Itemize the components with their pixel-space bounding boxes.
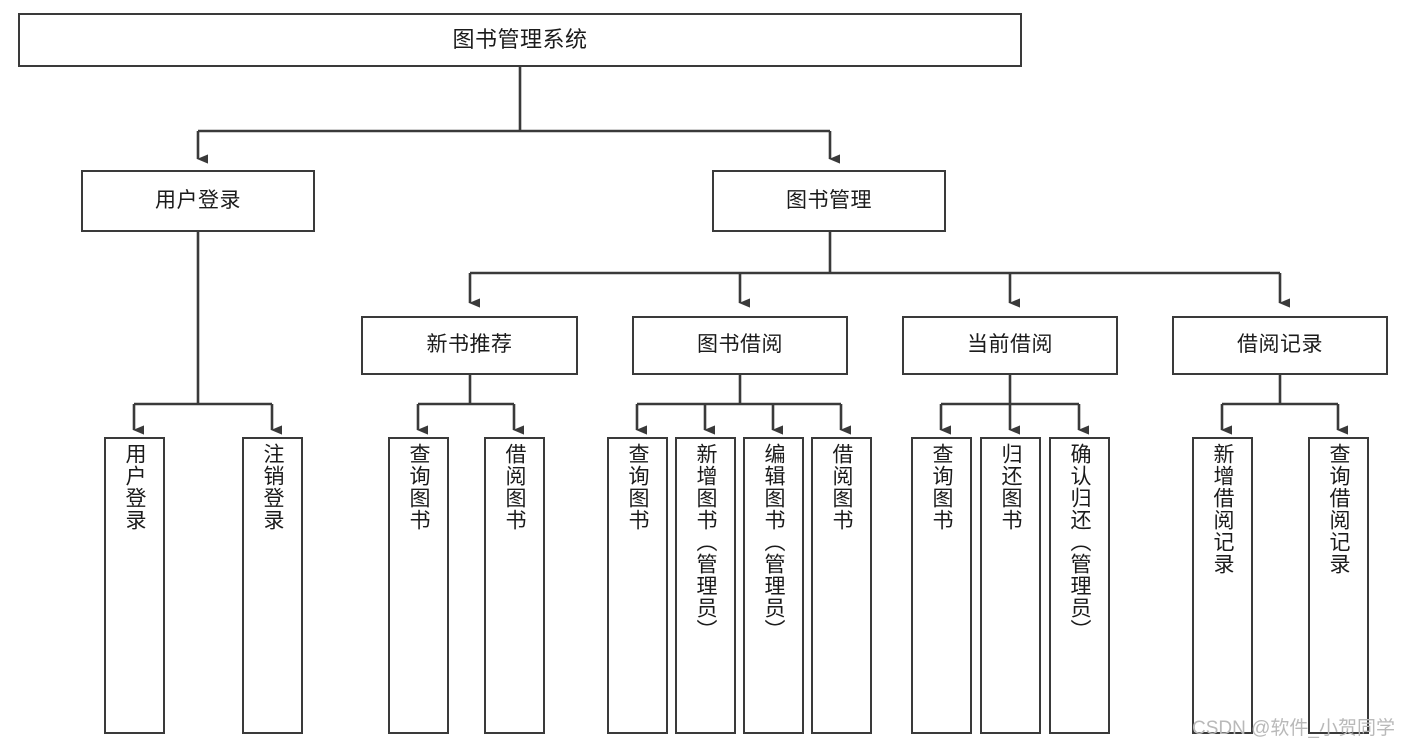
leaf-user-login[interactable]: 用户登录 [104, 437, 165, 734]
leaf-query-book-borrow[interactable]: 查询图书 [607, 437, 668, 734]
leaf-add-book-admin[interactable]: 新增图书（管理员） [675, 437, 736, 734]
node-label: 查询图书 [930, 443, 953, 531]
node-label: 查询借阅记录 [1327, 443, 1350, 575]
leaf-query-borrow-record[interactable]: 查询借阅记录 [1308, 437, 1369, 734]
node-label: 图书借阅 [697, 333, 783, 357]
node-label: 新增图书（管理员） [694, 443, 717, 641]
leaf-borrow-book[interactable]: 借阅图书 [811, 437, 872, 734]
leaf-add-borrow-record[interactable]: 新增借阅记录 [1192, 437, 1253, 734]
node-book-borrow[interactable]: 图书借阅 [632, 316, 848, 375]
node-label: 图书管理 [786, 188, 872, 212]
node-label: 借阅图书 [830, 443, 853, 531]
node-book-management-system[interactable]: 图书管理系统 [18, 13, 1022, 67]
node-label: 借阅图书 [503, 443, 526, 531]
leaf-confirm-return-admin[interactable]: 确认归还（管理员） [1049, 437, 1110, 734]
watermark-text: CSDN @软件_小贺同学 [1192, 718, 1395, 739]
node-label: 新书推荐 [426, 333, 513, 357]
node-label: 注销登录 [261, 443, 284, 531]
leaf-query-book-recommend[interactable]: 查询图书 [388, 437, 449, 734]
node-label: 编辑图书（管理员） [762, 443, 785, 641]
node-book-management[interactable]: 图书管理 [712, 170, 946, 232]
leaf-edit-book-admin[interactable]: 编辑图书（管理员） [743, 437, 804, 734]
node-label: 确认归还（管理员） [1068, 443, 1091, 641]
node-label: 查询图书 [626, 443, 649, 531]
leaf-borrow-book-recommend[interactable]: 借阅图书 [484, 437, 545, 734]
node-label: 用户登录 [123, 443, 146, 531]
node-label: 查询图书 [407, 443, 430, 531]
node-label: 归还图书 [999, 443, 1022, 531]
node-label: 当前借阅 [967, 333, 1053, 357]
node-current-borrow[interactable]: 当前借阅 [902, 316, 1118, 375]
leaf-return-book[interactable]: 归还图书 [980, 437, 1041, 734]
node-label: 借阅记录 [1237, 333, 1323, 357]
node-label: 新增借阅记录 [1211, 443, 1234, 575]
node-label: 图书管理系统 [452, 27, 588, 53]
node-new-book-recommend[interactable]: 新书推荐 [361, 316, 578, 375]
node-label: 用户登录 [155, 188, 241, 212]
leaf-user-logout[interactable]: 注销登录 [242, 437, 303, 734]
node-user-login[interactable]: 用户登录 [81, 170, 315, 232]
leaf-query-book-current[interactable]: 查询图书 [911, 437, 972, 734]
node-borrow-record[interactable]: 借阅记录 [1172, 316, 1388, 375]
